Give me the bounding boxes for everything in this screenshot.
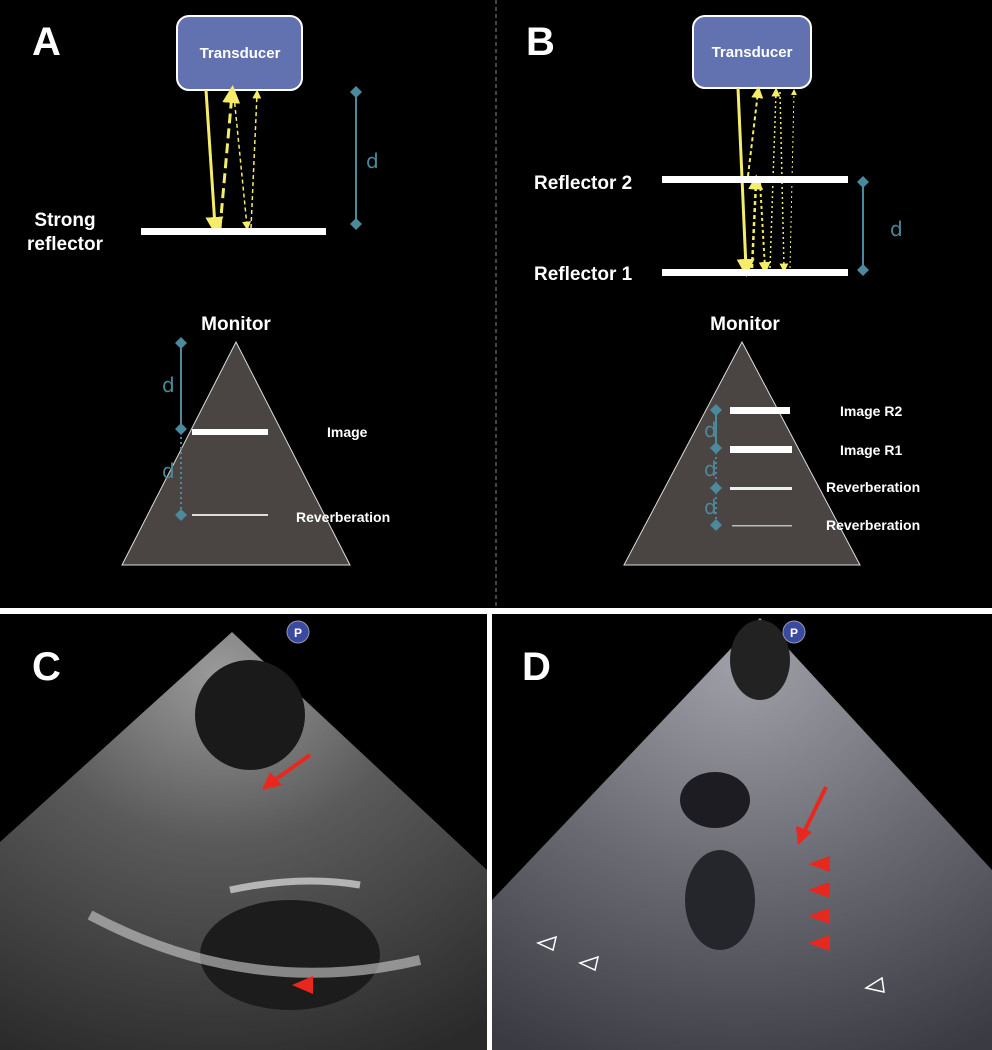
distance-label: d: [704, 495, 717, 519]
distance-label: d: [162, 373, 175, 397]
reflector-label: reflector: [27, 234, 104, 255]
panel-label: A: [32, 20, 61, 64]
image-line: [192, 429, 268, 435]
reflector-2-label: Reflector 2: [534, 173, 632, 194]
cardiac-chamber: [195, 660, 305, 770]
tissue-echo: [229, 877, 361, 894]
distance-label: d: [704, 418, 717, 442]
distance-label: d: [162, 459, 175, 483]
red-arrow: [270, 753, 312, 784]
red-arrowhead-markers: [808, 856, 830, 951]
distance-label: d: [890, 217, 903, 241]
transducer-label: Transducer: [200, 45, 281, 62]
image-r1-label: Image R1: [840, 442, 902, 458]
monitor-label: Monitor: [710, 314, 780, 335]
reverberation-line: [732, 525, 792, 527]
divider: [487, 608, 492, 1050]
reverberation-line: [192, 514, 268, 516]
red-arrowhead-marker: [292, 976, 313, 994]
strong-reflector: [141, 228, 326, 235]
cardiac-chamber: [680, 772, 750, 828]
panel-label: B: [526, 20, 555, 64]
cardiac-chamber: [730, 620, 790, 700]
panel-label: D: [522, 645, 551, 689]
image-r1-line: [730, 446, 792, 453]
probe-marker-label: P: [294, 626, 302, 640]
reflector-label: Strong: [34, 210, 95, 231]
reflector-1-label: Reflector 1: [534, 264, 633, 285]
panel-d: D P: [492, 618, 992, 1050]
panel-a: A Transducer Strong reflector d Monitor …: [27, 15, 390, 566]
monitor-sector: [121, 340, 351, 566]
divider: [0, 608, 992, 614]
panel-b: B Transducer Reflector 2 Reflector 1 d M…: [526, 15, 920, 566]
beam-arrows: [204, 85, 262, 235]
tissue-echo: [87, 910, 422, 978]
reflector-2: [662, 176, 848, 183]
probe-marker-icon: [286, 620, 310, 644]
reverberation-label: Reverberation: [826, 517, 920, 533]
transducer-label: Transducer: [712, 44, 793, 61]
red-arrow: [802, 786, 828, 833]
red-arrow-head: [262, 772, 282, 790]
reverberation-line: [730, 487, 792, 490]
ultrasound-image: [492, 618, 992, 1050]
image-r2-line: [730, 407, 790, 414]
red-arrow-head: [796, 826, 812, 845]
reverberation-label: Reverberation: [296, 509, 390, 525]
distance-label: d: [366, 149, 379, 173]
probe-marker-icon: [782, 620, 806, 644]
distance-label: d: [704, 457, 717, 481]
open-arrowhead-markers: [535, 935, 885, 993]
panel-label: C: [32, 645, 61, 689]
cardiac-chamber: [200, 900, 380, 1010]
image-r2-label: Image R2: [840, 403, 902, 419]
monitor-sector: [623, 340, 861, 566]
cardiac-chamber: [685, 850, 755, 950]
probe-marker-label: P: [790, 626, 798, 640]
monitor-label: Monitor: [201, 314, 271, 335]
panel-c: C P: [0, 620, 487, 1050]
image-label: Image: [327, 424, 368, 440]
reverberation-label: Reverberation: [826, 479, 920, 495]
reflector-1: [662, 269, 848, 276]
